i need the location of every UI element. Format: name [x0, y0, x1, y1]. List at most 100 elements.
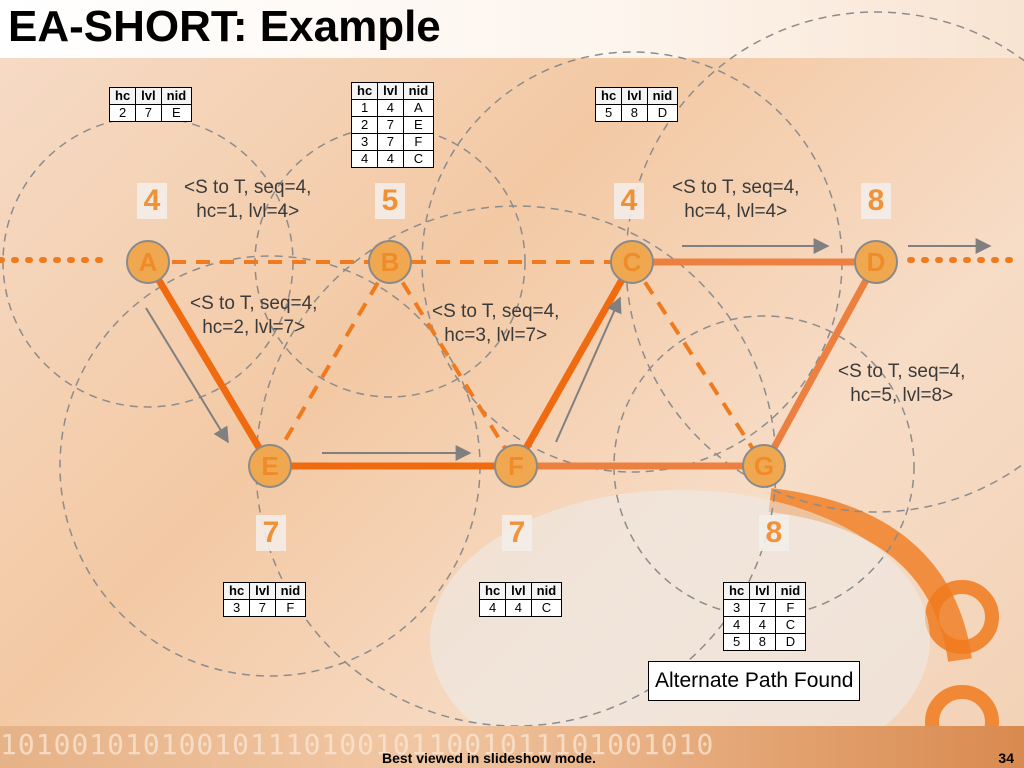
table-cell: 4: [478, 599, 507, 617]
edge-f-c: [512, 260, 636, 468]
table-cell: 3: [350, 133, 379, 151]
node-a: [126, 240, 170, 284]
arrow-f-c: [555, 296, 622, 443]
message-hc1: <S to T, seq=4, hc=1, lvl=4>: [184, 176, 311, 224]
table-header-cell: lvl: [749, 582, 776, 600]
message-hc3: <S to T, seq=4, hc=3, lvl=7>: [432, 300, 559, 348]
table-cell: 5: [594, 104, 623, 122]
table-cell: F: [402, 133, 435, 151]
node-e: [248, 444, 292, 488]
message-line: <S to T, seq=4,: [838, 361, 966, 382]
message-line: hc=4, lvl=4>: [684, 201, 788, 222]
table-cell: 8: [749, 633, 776, 651]
table-cell: 2: [350, 116, 379, 134]
level-b: 5: [375, 183, 405, 219]
footer-note: Best viewed in slideshow mode.: [382, 750, 596, 766]
table-cell: E: [160, 104, 193, 122]
table-header-cell: nid: [774, 582, 807, 600]
table-cell: C: [402, 150, 435, 168]
table-cell: 7: [135, 104, 162, 122]
table-cell: 7: [749, 599, 776, 617]
table-cell: 4: [377, 99, 404, 117]
level-a: 4: [137, 183, 167, 219]
table-header-cell: hc: [350, 82, 379, 100]
level-c: 4: [614, 183, 644, 219]
edge-g-d: [760, 260, 880, 468]
page-number: 34: [998, 750, 1014, 766]
table-cell: 8: [621, 104, 648, 122]
table-cell: C: [774, 616, 807, 634]
level-e: 7: [256, 515, 286, 551]
node-d: [854, 240, 898, 284]
table-cell: D: [646, 104, 679, 122]
table-header-cell: hc: [594, 87, 623, 105]
table-cell: 4: [749, 616, 776, 634]
table-cell: 5: [722, 633, 751, 651]
message-line: hc=2, lvl=7>: [202, 317, 306, 338]
edge-a-e: [144, 260, 274, 468]
table-header-cell: nid: [160, 87, 193, 105]
table-cell: 7: [249, 599, 276, 617]
table-cell: 4: [377, 150, 404, 168]
alternate-path-callout: Alternate Path Found: [648, 661, 861, 701]
node-label-d: D: [866, 247, 886, 277]
node-label-c: C: [622, 247, 642, 277]
table-cell: 4: [505, 599, 532, 617]
table-header-cell: hc: [478, 582, 507, 600]
level-f: 7: [502, 515, 532, 551]
bottom-band: [0, 726, 1024, 768]
message-hc2: <S to T, seq=4, hc=2, lvl=7>: [190, 292, 317, 340]
node-label-e: E: [261, 451, 279, 481]
node-label-g: G: [753, 451, 775, 481]
table-cell: C: [530, 599, 563, 617]
table-header-cell: lvl: [505, 582, 532, 600]
arrow-a-e: [145, 307, 229, 444]
node-c: [610, 240, 654, 284]
table-header-cell: lvl: [135, 87, 162, 105]
table-cell: F: [274, 599, 307, 617]
binary-decoration: 1010010101001011101001011001011101001010: [0, 728, 715, 761]
edge-b-f: [388, 260, 518, 468]
message-line: hc=1, lvl=4>: [196, 201, 300, 222]
message-hc5: <S to T, seq=4, hc=5, lvl=8>: [838, 360, 965, 408]
edge-c-g: [630, 260, 766, 468]
table-cell: 7: [377, 116, 404, 134]
table-header-cell: nid: [274, 582, 307, 600]
table-cell: E: [402, 116, 435, 134]
table-header-cell: lvl: [249, 582, 276, 600]
table-header-cell: nid: [646, 87, 679, 105]
node-b: [368, 240, 412, 284]
edge-b-e: [268, 260, 392, 468]
node-label-a: A: [138, 247, 158, 277]
title-bar: [0, 0, 1024, 58]
message-line: <S to T, seq=4,: [432, 301, 560, 322]
message-line: hc=3, lvl=7>: [444, 325, 548, 346]
table-header-cell: nid: [402, 82, 435, 100]
decor-arc: [768, 488, 972, 662]
table-cell: D: [774, 633, 807, 651]
message-line: <S to T, seq=4,: [190, 293, 318, 314]
table-cell: F: [774, 599, 807, 617]
table-header-cell: nid: [530, 582, 563, 600]
table-header-cell: hc: [108, 87, 137, 105]
